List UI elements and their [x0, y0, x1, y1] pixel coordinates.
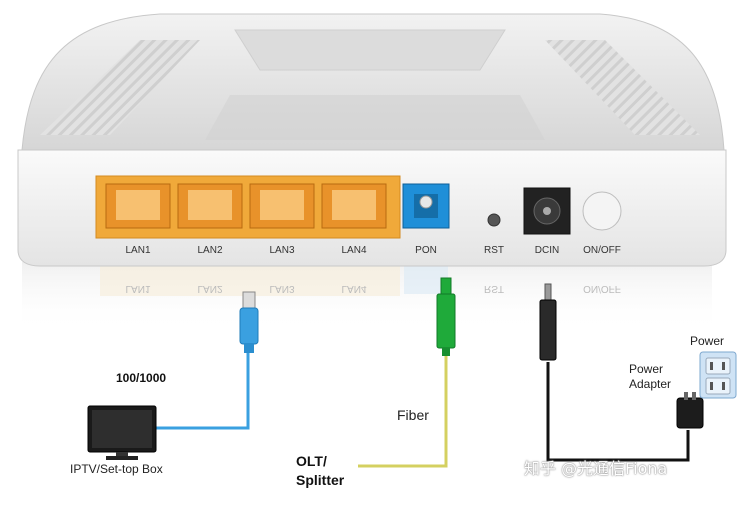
- speed-label: 100/1000: [116, 371, 167, 385]
- fiber-connector-icon: [436, 277, 456, 356]
- lan4-port[interactable]: [321, 183, 387, 229]
- tv-icon: [87, 405, 157, 460]
- iptv-label: IPTV/Set-top Box: [70, 462, 163, 476]
- onoff-reflection: ON/OFF: [583, 283, 621, 294]
- power-adapter-label: Power Adapter: [629, 362, 672, 391]
- pon-label: PON: [415, 245, 437, 256]
- left-vent: [40, 40, 200, 135]
- lan4-reflection: LAN4: [341, 283, 367, 294]
- lan4-label: LAN4: [341, 245, 367, 256]
- fiber-cable: [358, 277, 456, 468]
- lan1-port[interactable]: [105, 183, 171, 229]
- rst-label: RST: [484, 245, 504, 256]
- onoff-label: ON/OFF: [583, 245, 621, 256]
- dcin-label: DCIN: [534, 245, 560, 256]
- lan1-reflection: LAN1: [125, 283, 151, 294]
- dcin-port[interactable]: [523, 187, 571, 235]
- power-label: Power: [690, 334, 725, 348]
- power-cable: [539, 283, 690, 462]
- rj45-connector-icon: [239, 291, 259, 353]
- olt-splitter-label: OLT/ Splitter: [296, 453, 345, 488]
- wall-outlet-icon: [699, 351, 737, 399]
- lan2-port[interactable]: [177, 183, 243, 229]
- ethernet-cable: [156, 291, 259, 430]
- lan2-label: LAN2: [197, 245, 223, 256]
- onoff-button[interactable]: [582, 191, 622, 231]
- pon-port[interactable]: [402, 183, 450, 229]
- rst-button[interactable]: [487, 213, 501, 227]
- lan3-label: LAN3: [269, 245, 295, 256]
- device-reflection: [22, 262, 712, 332]
- lan-port-block: [95, 175, 401, 239]
- power-adapter-icon: [676, 392, 704, 429]
- lan3-port[interactable]: [249, 183, 315, 229]
- right-vent: [545, 40, 700, 135]
- lan3-reflection: LAN3: [269, 283, 295, 294]
- dc-plug-icon: [539, 283, 557, 361]
- watermark: 知乎 @光通信Fiona: [524, 459, 668, 478]
- rst-reflection: RST: [484, 283, 504, 294]
- fiber-label: Fiber: [397, 407, 429, 423]
- lan2-reflection: LAN2: [197, 283, 223, 294]
- lan1-label: LAN1: [125, 245, 151, 256]
